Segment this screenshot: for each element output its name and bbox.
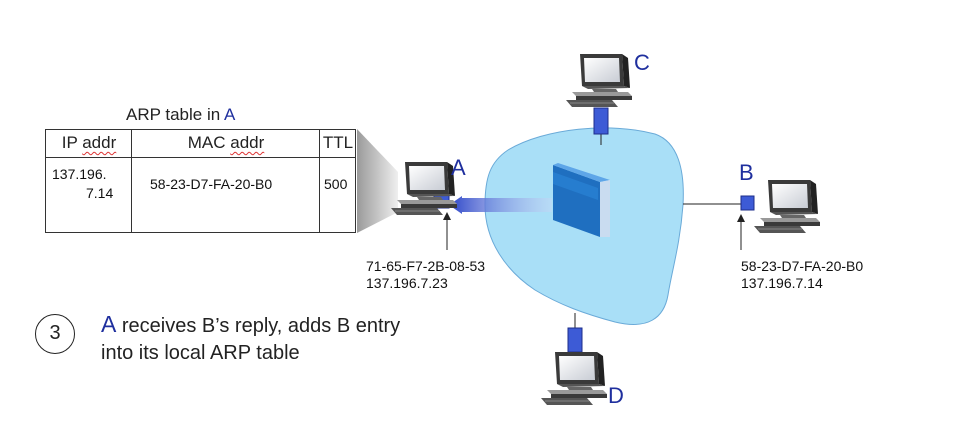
arp-cell-ip-line2: 7.14 — [86, 185, 114, 201]
reply-arrow — [449, 196, 552, 214]
node-b-address: 58-23-D7-FA-20-B0 137.196.7.14 — [741, 258, 863, 292]
zoom-callout — [357, 129, 398, 233]
connector-c — [593, 107, 609, 135]
computer-a-icon — [390, 161, 458, 216]
arp-header-divider — [46, 157, 355, 158]
arp-table: IP addr MAC addr TTL 137.196. 7.14 58-23… — [45, 129, 356, 233]
arp-header-ip: IP addr — [46, 133, 132, 153]
arp-header-mac: MAC addr — [132, 133, 320, 153]
node-a-mac: 71-65-F7-2B-08-53 — [366, 258, 486, 274]
node-a-ip: 137.196.7.23 — [366, 275, 448, 291]
node-b-mac: 58-23-D7-FA-20-B0 — [741, 258, 864, 274]
arp-col-ip — [46, 130, 132, 232]
pointer-a — [443, 212, 451, 250]
connector-d — [567, 327, 583, 353]
computer-d-icon — [540, 351, 608, 406]
arp-table-title-node: A — [224, 105, 236, 124]
arp-table-title: ARP table in A — [126, 105, 235, 125]
step-node: A — [101, 311, 117, 337]
step-text-line2: into its local ARP table — [101, 342, 300, 364]
step-text-line1: receives B’s reply, adds B entry — [116, 315, 401, 337]
node-b-ip: 137.196.7.14 — [741, 275, 823, 291]
node-b-label: B — [739, 160, 754, 185]
arp-header-ip-text: IP addr — [61, 133, 117, 152]
computer-b-icon — [753, 179, 821, 234]
arp-col-mac — [132, 130, 320, 232]
node-a-address: 71-65-F7-2B-08-53 137.196.7.23 — [366, 258, 485, 292]
step-description: A receives B’s reply, adds B entry into … — [101, 311, 400, 367]
computer-c-icon — [565, 53, 633, 108]
arp-header-mac-text: MAC addr — [187, 133, 265, 152]
switch-icon — [553, 163, 610, 237]
step-number-badge: 3 — [35, 314, 75, 354]
connector-b — [740, 195, 755, 211]
node-a-label: A — [451, 155, 466, 180]
arp-table-title-prefix: ARP table in — [126, 105, 221, 124]
pointer-b — [737, 214, 745, 250]
arp-cell-ttl: 500 — [324, 176, 348, 192]
node-c-label: C — [634, 50, 650, 75]
arp-cell-mac: 58-23-D7-FA-20-B0 — [150, 176, 273, 192]
arp-cell-ip-line1: 137.196. — [52, 166, 107, 182]
node-d-label: D — [608, 383, 624, 408]
arp-header-ttl: TTL — [322, 133, 354, 152]
